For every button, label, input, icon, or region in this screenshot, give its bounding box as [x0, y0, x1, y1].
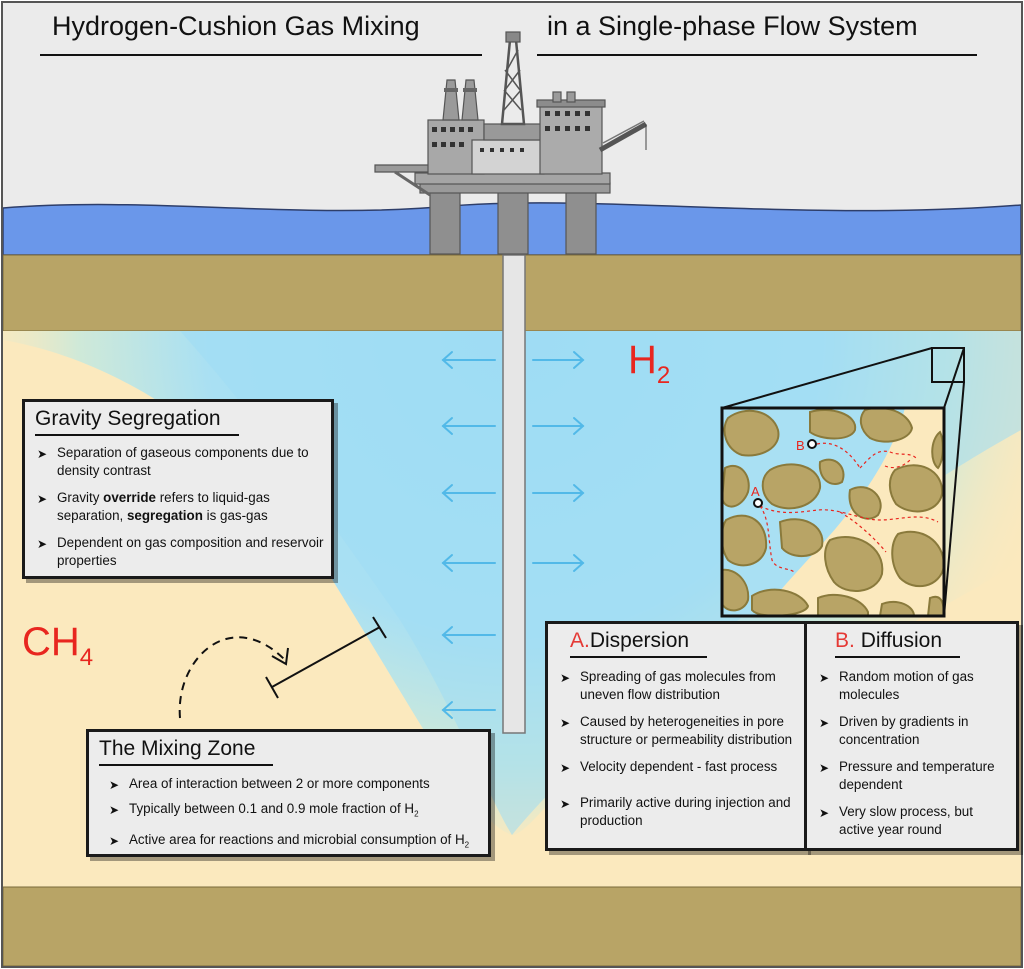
mixing-zone-width-marker [265, 616, 387, 699]
dashed-curve-arrow [178, 636, 289, 719]
list-item: Area of interaction between 2 or more co… [109, 775, 482, 794]
point-b-label: B [796, 438, 805, 453]
point-a-marker [753, 498, 763, 508]
gravity-segregation-title: Gravity Segregation [35, 407, 239, 436]
dispersion-list: Spreading of gas molecules from uneven f… [548, 668, 804, 830]
list-item: Random motion of gas molecules [819, 668, 1010, 704]
arrow-left-3 [441, 484, 496, 502]
diffusion-title: B. Diffusion [835, 629, 961, 658]
mixing-zone-title: The Mixing Zone [99, 737, 274, 766]
diffusion-panel: B. Diffusion Random motion of gas molecu… [804, 621, 1019, 851]
list-item: Dependent on gas composition and reservo… [37, 534, 325, 570]
header-rule-right [537, 54, 977, 56]
gravity-segregation-panel: Gravity Segregation Separation of gaseou… [22, 399, 334, 579]
arrow-right-2 [532, 417, 585, 435]
injection-arrows [441, 351, 585, 719]
arrow-left-1 [441, 351, 496, 369]
header-rule-left [40, 54, 482, 56]
list-item: Separation of gaseous components due to … [37, 444, 325, 480]
dispersion-panel: A.Dispersion Spreading of gas molecules … [545, 621, 807, 851]
sand-grains [722, 408, 944, 616]
arrow-left-4 [441, 554, 496, 572]
list-item: Typically between 0.1 and 0.9 mole fract… [109, 800, 482, 824]
list-item: Caused by heterogeneities in pore struct… [560, 713, 798, 749]
list-item: Spreading of gas molecules from uneven f… [560, 668, 798, 704]
h2-label: H2 [628, 338, 671, 389]
base-rock-layer [2, 886, 1022, 967]
arrow-right-1 [532, 351, 585, 369]
header-title-right: in a Single-phase Flow System [547, 11, 918, 41]
point-b-marker [807, 439, 817, 449]
list-item: Very slow process, but active year round [819, 803, 1010, 839]
arrow-right-3 [532, 484, 585, 502]
pore-scale-zoom: B A [720, 406, 946, 618]
diffusion-list: Random motion of gas molecules Driven by… [807, 668, 1016, 839]
point-a-label: A [751, 484, 760, 499]
flow-paths [759, 442, 939, 573]
list-item: Primarily active during injection and pr… [560, 794, 798, 830]
mixing-zone-panel: The Mixing Zone Area of interaction betw… [86, 729, 491, 857]
mixing-zone-list: Area of interaction between 2 or more co… [89, 775, 488, 854]
list-item: Driven by gradients in concentration [819, 713, 1010, 749]
zoom-projection [721, 347, 965, 617]
header-title-left: Hydrogen-Cushion Gas Mixing [52, 11, 420, 41]
list-item: Active area for reactions and microbial … [109, 831, 482, 855]
ch4-label: CH4 [22, 620, 94, 671]
gravity-segregation-list: Separation of gaseous components due to … [25, 444, 331, 570]
arrow-right-4 [532, 554, 585, 572]
wellbore [502, 254, 526, 734]
arrow-left-2 [441, 417, 496, 435]
list-item: Pressure and temperature dependent [819, 758, 1010, 794]
list-item: Gravity override refers to liquid-gas se… [37, 489, 325, 525]
dispersion-title: A.Dispersion [570, 629, 708, 658]
offshore-platform [374, 31, 648, 255]
arrow-left-6 [441, 701, 496, 719]
list-item: Velocity dependent - fast process [560, 758, 798, 777]
arrow-left-5 [441, 626, 496, 644]
